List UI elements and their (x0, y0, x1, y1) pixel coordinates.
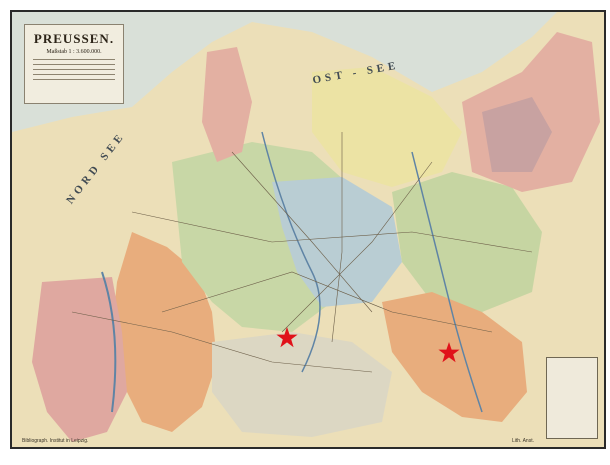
prussia-map (12, 12, 604, 447)
region-west-orange (112, 232, 217, 432)
map-title-cartouche: PREUSSEN. Maßstab 1 : 3.600.000. (24, 24, 124, 104)
region-blue (272, 177, 402, 307)
star-marker-2[interactable] (437, 341, 461, 365)
region-south (212, 332, 392, 437)
map-scale-note: Maßstab 1 : 3.600.000. (46, 49, 102, 55)
credit-right: Lith. Anst. (512, 438, 534, 444)
region-north-yellow (312, 67, 462, 187)
region-east-green (392, 172, 542, 312)
river-elbe (261, 131, 321, 373)
image-frame: PREUSSEN. Maßstab 1 : 3.600.000. NORD SE… (3, 3, 607, 462)
legend-lines (33, 59, 115, 80)
rail-lines (71, 132, 533, 373)
river-oder (411, 151, 483, 413)
region-schleswig (202, 47, 252, 162)
map-border: PREUSSEN. Maßstab 1 : 3.600.000. NORD SE… (10, 10, 606, 449)
star-marker-1[interactable] (275, 326, 299, 350)
credit-left: Bibliograph. Institut in Leipzig. (22, 438, 89, 444)
region-silesia-orange (382, 292, 527, 422)
map-inset (546, 357, 598, 439)
region-east-purple (482, 97, 552, 172)
map-title: PREUSSEN. (33, 31, 115, 46)
river-rhine (101, 271, 117, 413)
